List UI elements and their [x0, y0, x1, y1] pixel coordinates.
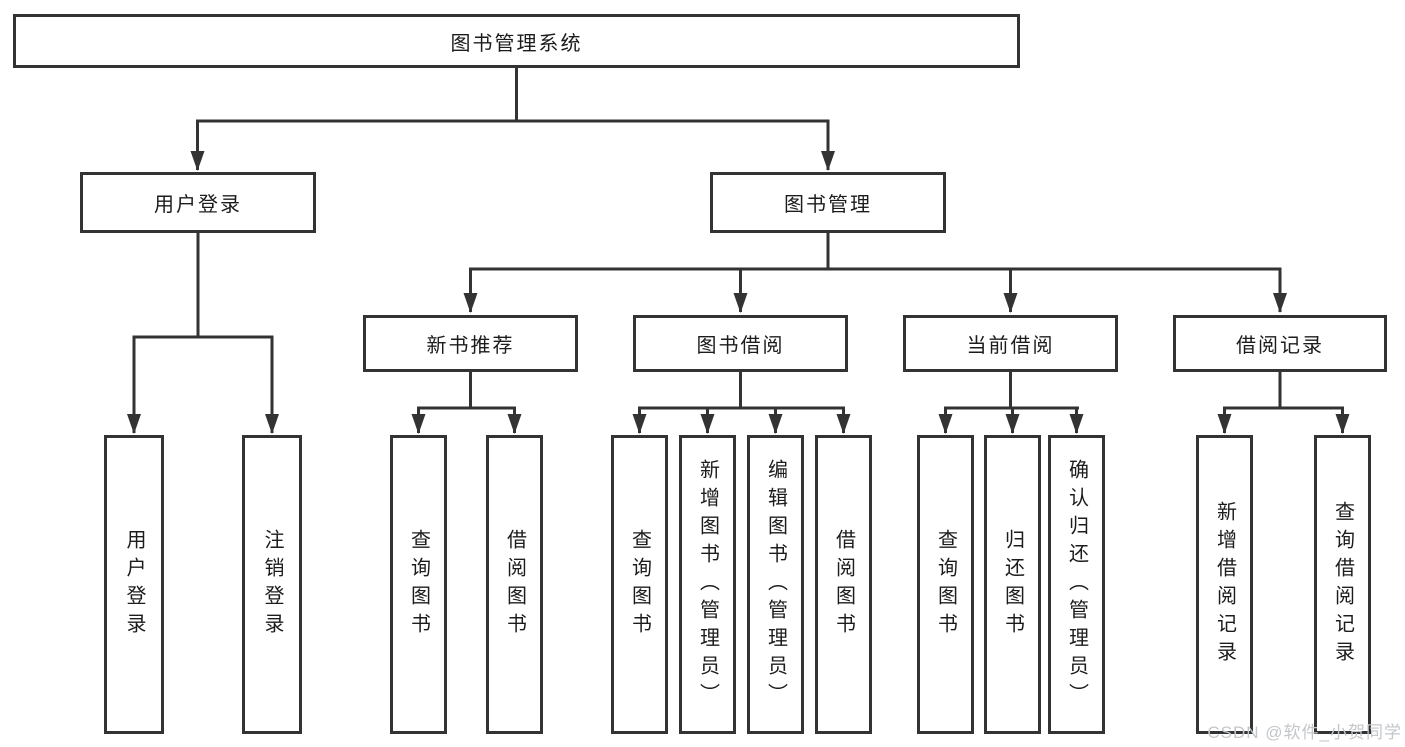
node-book-management: 图书管理 — [710, 172, 946, 233]
node-book-management-label: 图书管理 — [784, 194, 872, 216]
leaf-records-query-record-label: 查询借阅记录 — [1331, 500, 1354, 669]
leaf-current-return-books: 归还图书 — [984, 435, 1041, 734]
leaf-borrow-add-books-admin: 新增图书（管理员） — [679, 435, 736, 734]
leaf-borrow-edit-books-admin: 编辑图书（管理员） — [747, 435, 804, 734]
leaf-newbook-query-books: 查询图书 — [390, 435, 447, 734]
node-new-book-recommend: 新书推荐 — [363, 315, 578, 372]
leaf-newbook-borrow-books: 借阅图书 — [486, 435, 543, 734]
node-root: 图书管理系统 — [13, 14, 1020, 68]
leaf-logout: 注销登录 — [242, 435, 302, 734]
leaf-borrow-query-books: 查询图书 — [611, 435, 668, 734]
leaf-current-query-books: 查询图书 — [917, 435, 974, 734]
leaf-records-query-record: 查询借阅记录 — [1314, 435, 1371, 734]
leaf-borrow-edit-books-admin-label: 编辑图书（管理员） — [764, 458, 787, 711]
node-current-borrow: 当前借阅 — [903, 315, 1118, 372]
csdn-watermark: CSDN @软件_小贺同学 — [1207, 723, 1402, 742]
node-root-label: 图书管理系统 — [450, 32, 583, 55]
node-current-borrow-label: 当前借阅 — [966, 335, 1055, 357]
node-user-login: 用户登录 — [80, 172, 316, 233]
leaf-user-login-label: 用户登录 — [123, 528, 145, 641]
leaf-borrow-query-books-label: 查询图书 — [628, 528, 651, 641]
node-borrow-records-label: 借阅记录 — [1236, 335, 1324, 357]
leaf-records-add-record: 新增借阅记录 — [1196, 435, 1253, 734]
node-book-borrow: 图书借阅 — [633, 315, 848, 372]
leaf-current-query-books-label: 查询图书 — [934, 528, 957, 641]
node-user-login-label: 用户登录 — [154, 194, 242, 216]
leaf-current-confirm-return-admin-label: 确认归还（管理员） — [1065, 458, 1088, 711]
leaf-logout-label: 注销登录 — [261, 528, 283, 641]
leaf-borrow-borrow-books: 借阅图书 — [815, 435, 872, 734]
node-book-borrow-label: 图书借阅 — [696, 335, 785, 357]
leaf-records-add-record-label: 新增借阅记录 — [1213, 500, 1236, 669]
node-borrow-records: 借阅记录 — [1173, 315, 1387, 372]
leaf-borrow-borrow-books-label: 借阅图书 — [832, 528, 855, 641]
node-new-book-recommend-label: 新书推荐 — [426, 335, 515, 357]
leaf-borrow-add-books-admin-label: 新增图书（管理员） — [696, 458, 719, 711]
leaf-current-return-books-label: 归还图书 — [1001, 528, 1024, 641]
leaf-newbook-borrow-books-label: 借阅图书 — [503, 528, 526, 641]
leaf-current-confirm-return-admin: 确认归还（管理员） — [1048, 435, 1105, 734]
leaf-newbook-query-books-label: 查询图书 — [407, 528, 430, 641]
leaf-user-login: 用户登录 — [104, 435, 164, 734]
